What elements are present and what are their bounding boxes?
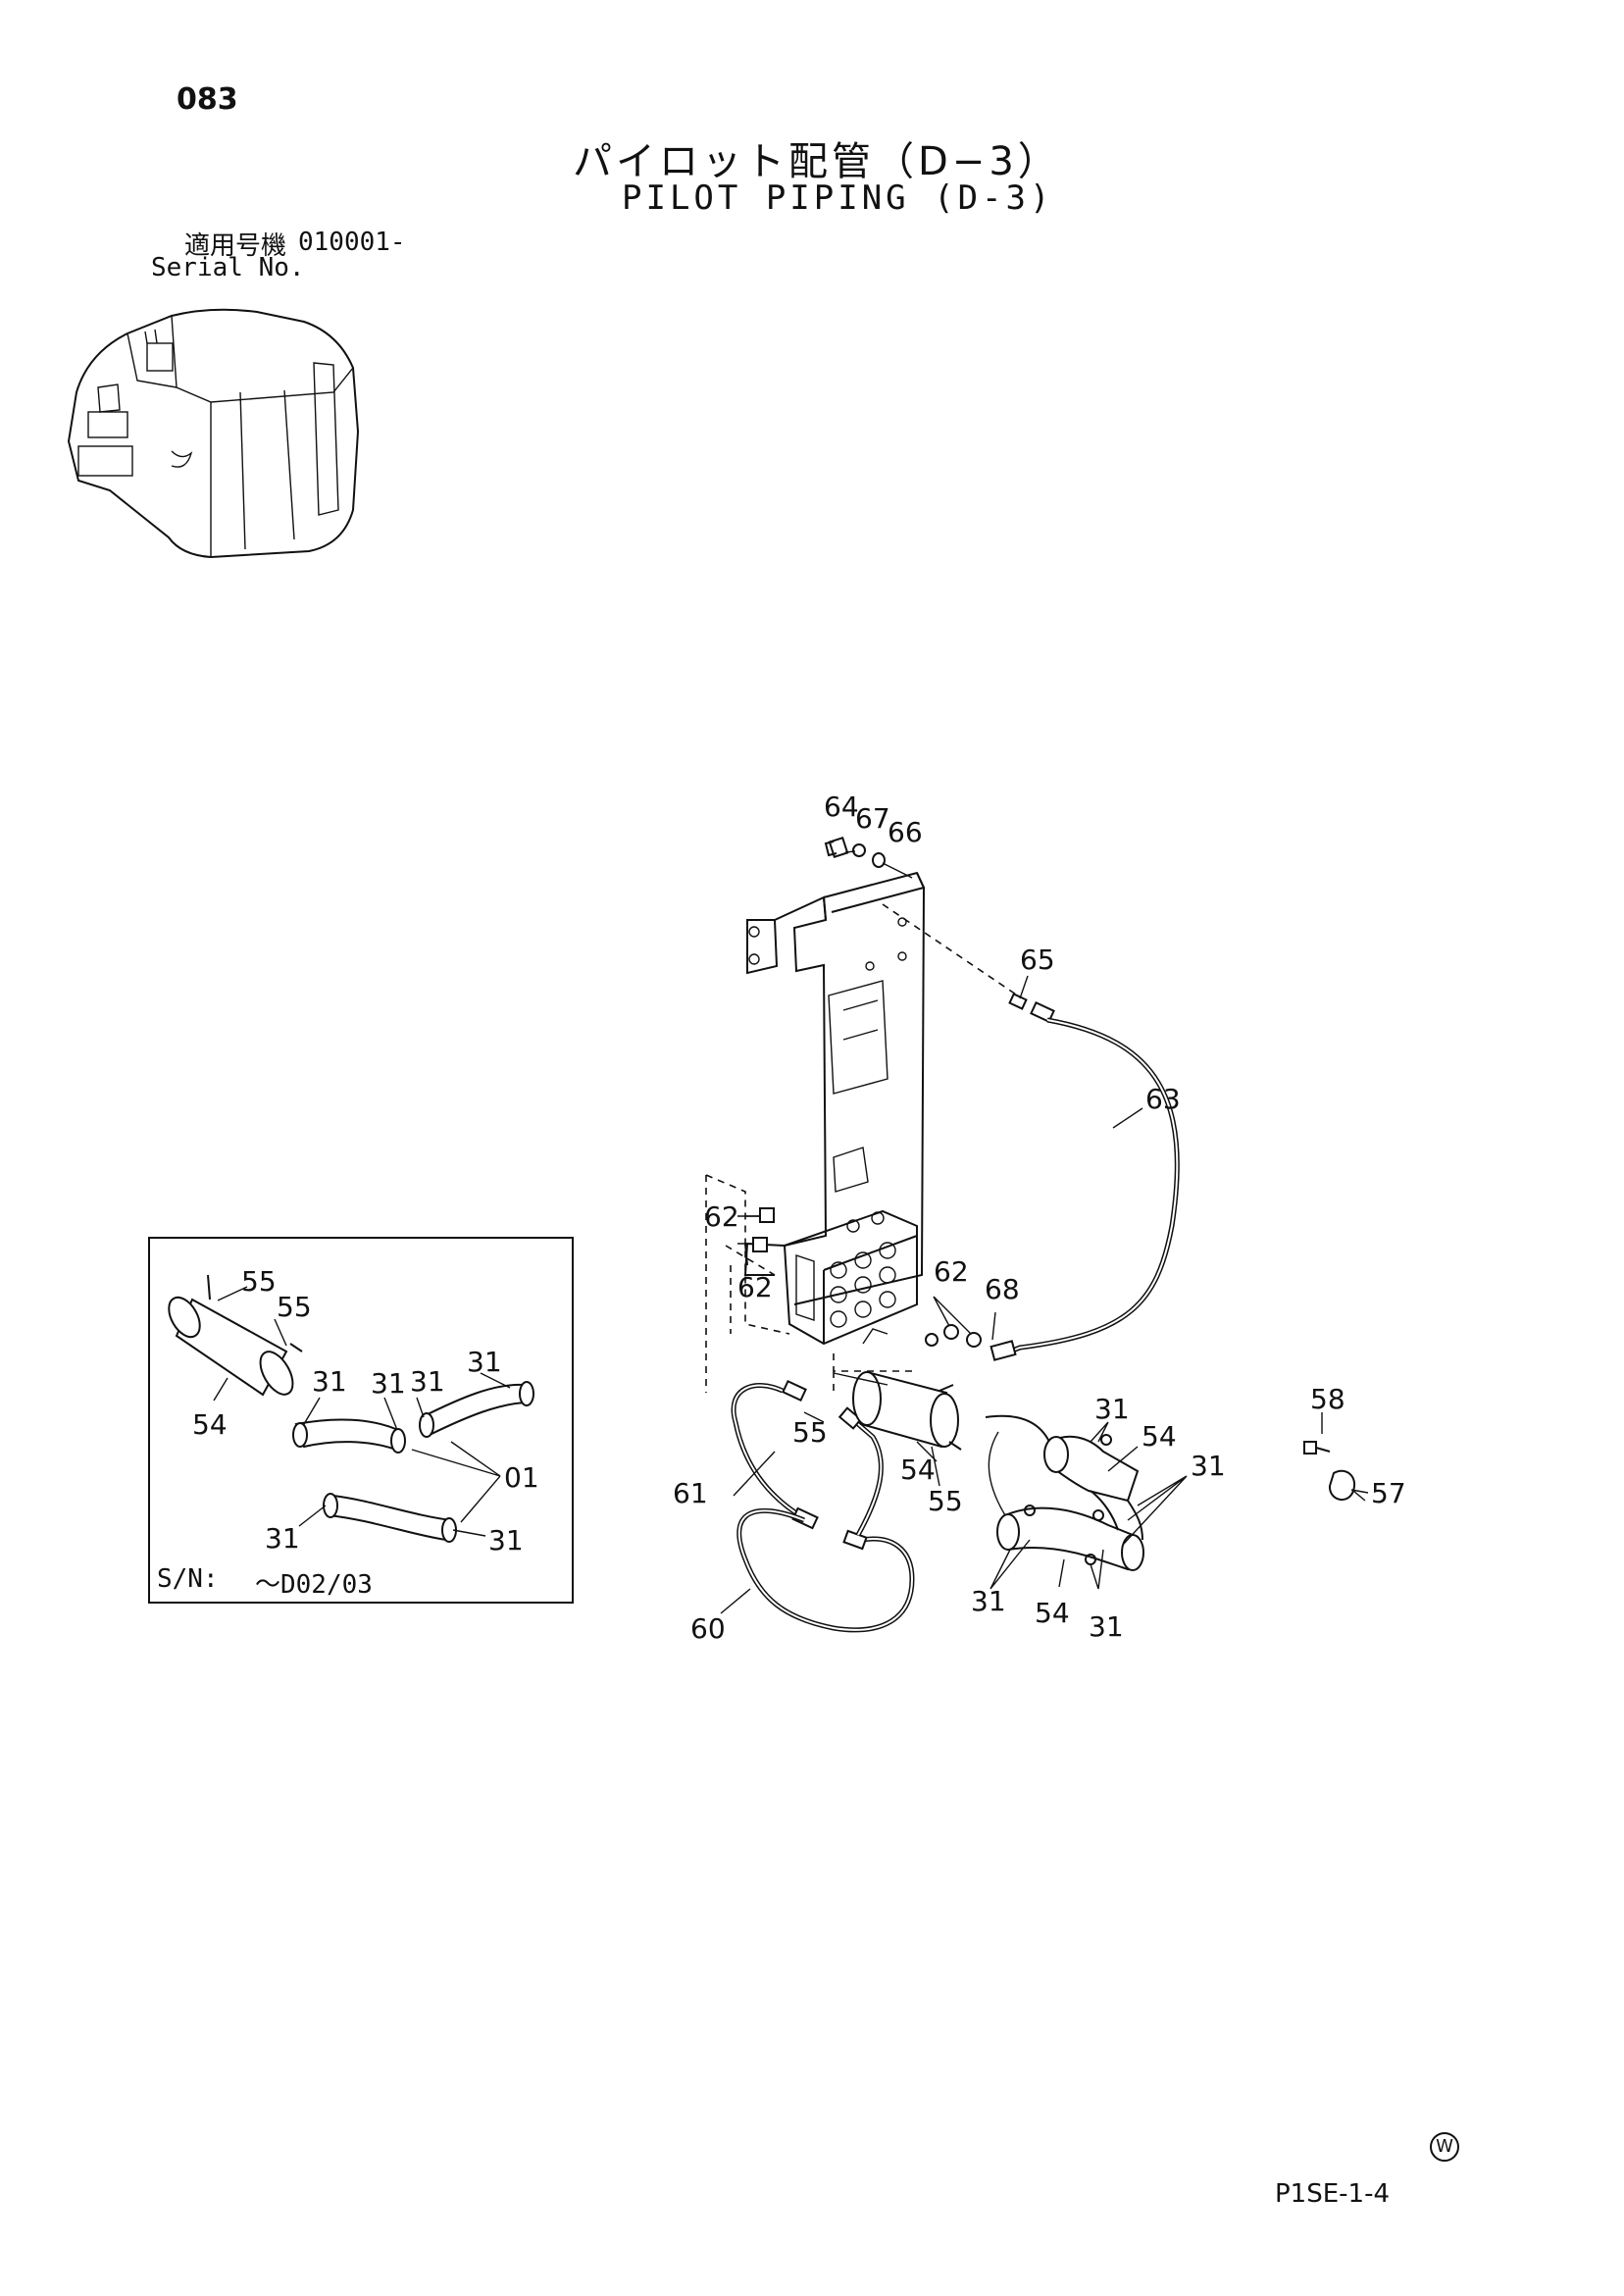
callout-64: 64 (824, 791, 859, 823)
protector-54-main (833, 1371, 962, 1451)
page-code: P1SE-1-4 (1275, 2179, 1390, 2209)
inset-callout-55-b: 55 (277, 1291, 312, 1323)
callout-54-bottom: 54 (1035, 1597, 1070, 1629)
callout-57: 57 (1371, 1477, 1406, 1509)
inset-callout-31-a: 31 (312, 1365, 347, 1398)
callout-58: 58 (1310, 1383, 1345, 1415)
circled-w-icon: W (1430, 2132, 1459, 2162)
callout-67: 67 (855, 802, 890, 835)
inset-callout-31-e: 31 (265, 1522, 300, 1555)
callout-31-right: 31 (1191, 1450, 1226, 1482)
leader-lines (720, 975, 1369, 1614)
callout-61: 61 (673, 1477, 708, 1509)
serial-label-english: Serial No. (151, 253, 305, 282)
fitting-64-67-66 (824, 836, 913, 879)
callout-62-right: 62 (934, 1255, 969, 1288)
serial-label-japanese: 適用号機 (184, 231, 287, 261)
inset-serial-label: S/N: (157, 1564, 219, 1594)
inset-callout-31-f: 31 (488, 1524, 524, 1556)
inset-callout-01: 01 (504, 1461, 539, 1494)
protector-54-right (985, 1414, 1144, 1571)
callout-31-top: 31 (1094, 1393, 1130, 1425)
inset-callout-31-b: 31 (371, 1367, 406, 1400)
page-title-english: PILOT PIPING (D-3) (622, 179, 1054, 218)
callout-numbers: 64 67 66 65 63 62 62 62 68 55 54 55 61 6… (673, 791, 1406, 1645)
excavator-cab-thumbnail-icon (67, 308, 360, 559)
mounting-bracket (743, 871, 926, 1305)
inset-serial-range: ～D02/03 (255, 1570, 373, 1600)
callout-54-main: 54 (900, 1454, 936, 1486)
callout-55-right: 55 (928, 1485, 963, 1517)
callout-68: 68 (985, 1273, 1020, 1305)
inset-callout-31-d: 31 (467, 1346, 502, 1378)
inset-callout-54: 54 (192, 1408, 228, 1441)
callout-31-bottom-left: 31 (971, 1585, 1006, 1617)
callout-63: 63 (1145, 1083, 1181, 1115)
clamp-57-58 (1303, 1412, 1366, 1502)
callout-62-lower: 62 (737, 1271, 773, 1303)
pilot-valve-block (783, 1209, 918, 1346)
callout-31-bottom-right: 31 (1089, 1610, 1124, 1643)
callout-60: 60 (690, 1612, 726, 1645)
page-title-japanese: パイロット配管（D−3） (573, 139, 1061, 184)
callout-65: 65 (1020, 944, 1055, 976)
inset-callout-55-a: 55 (241, 1265, 277, 1298)
hose-63 (925, 993, 1180, 1361)
page-number: 083 (177, 82, 238, 117)
callout-62-upper: 62 (704, 1200, 739, 1233)
hoses-60-61 (731, 1380, 915, 1633)
inset-detail-box: 55 55 54 31 31 31 31 01 31 31 (148, 1237, 574, 1604)
callout-54-upper-right: 54 (1142, 1420, 1177, 1453)
inset-callout-31-c: 31 (410, 1365, 445, 1398)
serial-number-range: 010001- (298, 228, 406, 257)
callout-55-left: 55 (792, 1416, 828, 1449)
callout-66: 66 (888, 816, 923, 848)
